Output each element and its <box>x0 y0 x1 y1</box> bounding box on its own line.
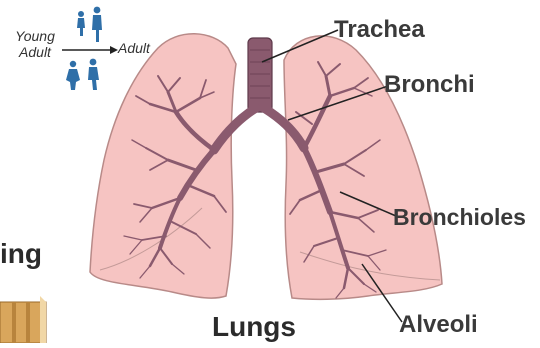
bronchioles-label: Bronchioles <box>393 206 526 229</box>
alveoli-label: Alveoli <box>399 313 478 337</box>
partial-heading: ing <box>0 240 42 268</box>
book-icon <box>0 296 46 343</box>
trachea <box>248 38 272 112</box>
adult-label: Adult <box>118 41 150 55</box>
young-adult-label: Young Adult <box>6 28 64 60</box>
bronchi-label: Bronchi <box>384 73 475 97</box>
person-figures-icon <box>66 7 102 90</box>
left-lung <box>90 34 236 298</box>
lungs-title: Lungs <box>212 313 296 341</box>
arrow-right-icon <box>62 46 118 54</box>
trachea-label: Trachea <box>334 18 425 42</box>
